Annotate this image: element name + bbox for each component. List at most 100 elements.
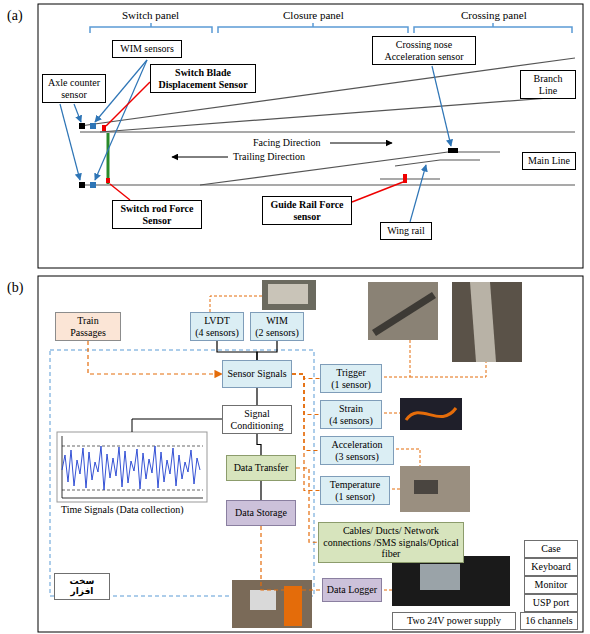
rail xyxy=(80,184,575,185)
rail xyxy=(80,58,575,126)
connector xyxy=(292,374,320,491)
sensor-box: LVDT(4 sensors) xyxy=(190,312,244,341)
sensor-box: Trigger(1 sensor) xyxy=(320,364,382,393)
node-text: (4 sensors) xyxy=(194,327,240,339)
leader-line xyxy=(410,165,426,222)
leader-line xyxy=(432,66,451,146)
panel-letter: (b) xyxy=(6,280,24,296)
node-text: Axle counter sensor xyxy=(46,77,102,100)
link-line xyxy=(132,419,222,432)
photo xyxy=(368,282,438,340)
photo-link xyxy=(410,362,486,377)
node-text: LVDT xyxy=(194,315,240,327)
process-box: Signal Conditioning xyxy=(222,405,292,434)
component-box: Two 24V power supply xyxy=(392,612,516,630)
node-text: Strain xyxy=(324,403,378,415)
photo xyxy=(232,580,312,628)
photo xyxy=(452,282,522,362)
panel-bracket xyxy=(90,23,212,33)
sensor-box: Guide Rail Force sensor xyxy=(262,196,352,225)
panel-name: Switch panel xyxy=(121,9,180,22)
input-box: Train Passages xyxy=(55,312,121,341)
node-text: WIM xyxy=(254,315,300,327)
rail xyxy=(200,152,448,185)
wim-sensor xyxy=(90,123,96,129)
node-text: Sensor Signals xyxy=(226,368,288,380)
photo xyxy=(284,586,302,626)
wing-rail xyxy=(395,160,480,166)
displacement-sensor xyxy=(102,125,106,131)
leader-line xyxy=(110,184,130,200)
leader-line xyxy=(60,104,80,180)
photo-link xyxy=(384,413,400,414)
node-text: Case xyxy=(528,543,574,555)
leader-line xyxy=(352,182,403,202)
node-text: Two 24V power supply xyxy=(396,615,512,627)
chart-caption: Time Signals (Data collection) xyxy=(60,504,185,516)
node-text: Data Logger xyxy=(326,584,378,596)
node-text: WIM sensors xyxy=(116,43,178,55)
sensor-box: WIM(2 sensors) xyxy=(250,312,304,341)
transfer-box: Cables/ Ducts/ Network connections /SMS … xyxy=(318,522,464,563)
direction-label: Facing Direction xyxy=(252,137,321,149)
photo xyxy=(268,284,308,304)
connector xyxy=(88,341,222,374)
panel-frame xyxy=(38,276,583,632)
chart-gridline xyxy=(62,490,203,491)
connector xyxy=(256,388,257,405)
process-box: Sensor Signals xyxy=(222,360,292,388)
direction-arrow xyxy=(172,157,228,158)
photo-link xyxy=(396,449,420,466)
node-text: Data Storage xyxy=(230,507,292,519)
process-box: Data Transfer xyxy=(226,455,296,481)
direction-label: Trailing Direction xyxy=(232,151,306,163)
node-text: Switch rod Force Sensor xyxy=(116,203,198,226)
panel-name: Closure panel xyxy=(282,9,345,22)
connector xyxy=(292,374,320,379)
node-text: USP port xyxy=(528,597,574,609)
node-text: (1 sensor) xyxy=(324,379,378,391)
node-text: (3 sensors) xyxy=(324,451,390,463)
connector xyxy=(257,341,277,360)
component-box: Keyboard xyxy=(524,558,578,576)
direction-arrow xyxy=(330,143,392,144)
component-box: Monitor xyxy=(524,576,578,594)
sensor-box: Crossing nose Acceleration sensor xyxy=(372,36,476,65)
sensor-box: Switch rod Force Sensor xyxy=(112,200,202,229)
chart-gridline xyxy=(62,446,203,447)
photo xyxy=(372,292,436,336)
acceleration-sensor xyxy=(448,148,458,153)
photo xyxy=(420,564,460,590)
photo-link xyxy=(384,340,410,377)
force-sensor xyxy=(106,178,110,183)
node-text: Crossing nose Acceleration sensor xyxy=(376,39,472,62)
node-text: Switch Blade Displacement Sensor xyxy=(154,67,252,90)
panel-bracket xyxy=(414,23,572,33)
node-text: Data Transfer xyxy=(230,462,292,474)
rail xyxy=(80,131,575,132)
node-text: Wing rail xyxy=(384,225,428,237)
connector xyxy=(292,374,320,415)
connector xyxy=(260,481,261,500)
panel-frame xyxy=(38,4,583,268)
chart-axis xyxy=(62,498,203,499)
photo xyxy=(400,398,462,430)
wim-sensor xyxy=(90,182,96,188)
connector xyxy=(217,341,257,360)
component-box: Case xyxy=(524,540,578,558)
photo xyxy=(392,556,510,606)
panel-name: Crossing panel xyxy=(460,9,528,22)
leader-line xyxy=(74,104,81,122)
process-box: Data Logger xyxy=(322,578,382,602)
connector xyxy=(292,374,320,451)
node-text: (2 sensors) xyxy=(254,327,300,339)
sensor-box: Strain(4 sensors) xyxy=(320,400,382,429)
line-name-box: Branch Line xyxy=(520,70,576,99)
connector xyxy=(257,434,261,455)
sensor-box: Switch Blade Displacement Sensor xyxy=(150,64,256,93)
node-text: Guide Rail Force sensor xyxy=(266,199,348,222)
signal-chart xyxy=(57,432,207,502)
rail xyxy=(100,96,575,132)
photo xyxy=(250,590,276,610)
